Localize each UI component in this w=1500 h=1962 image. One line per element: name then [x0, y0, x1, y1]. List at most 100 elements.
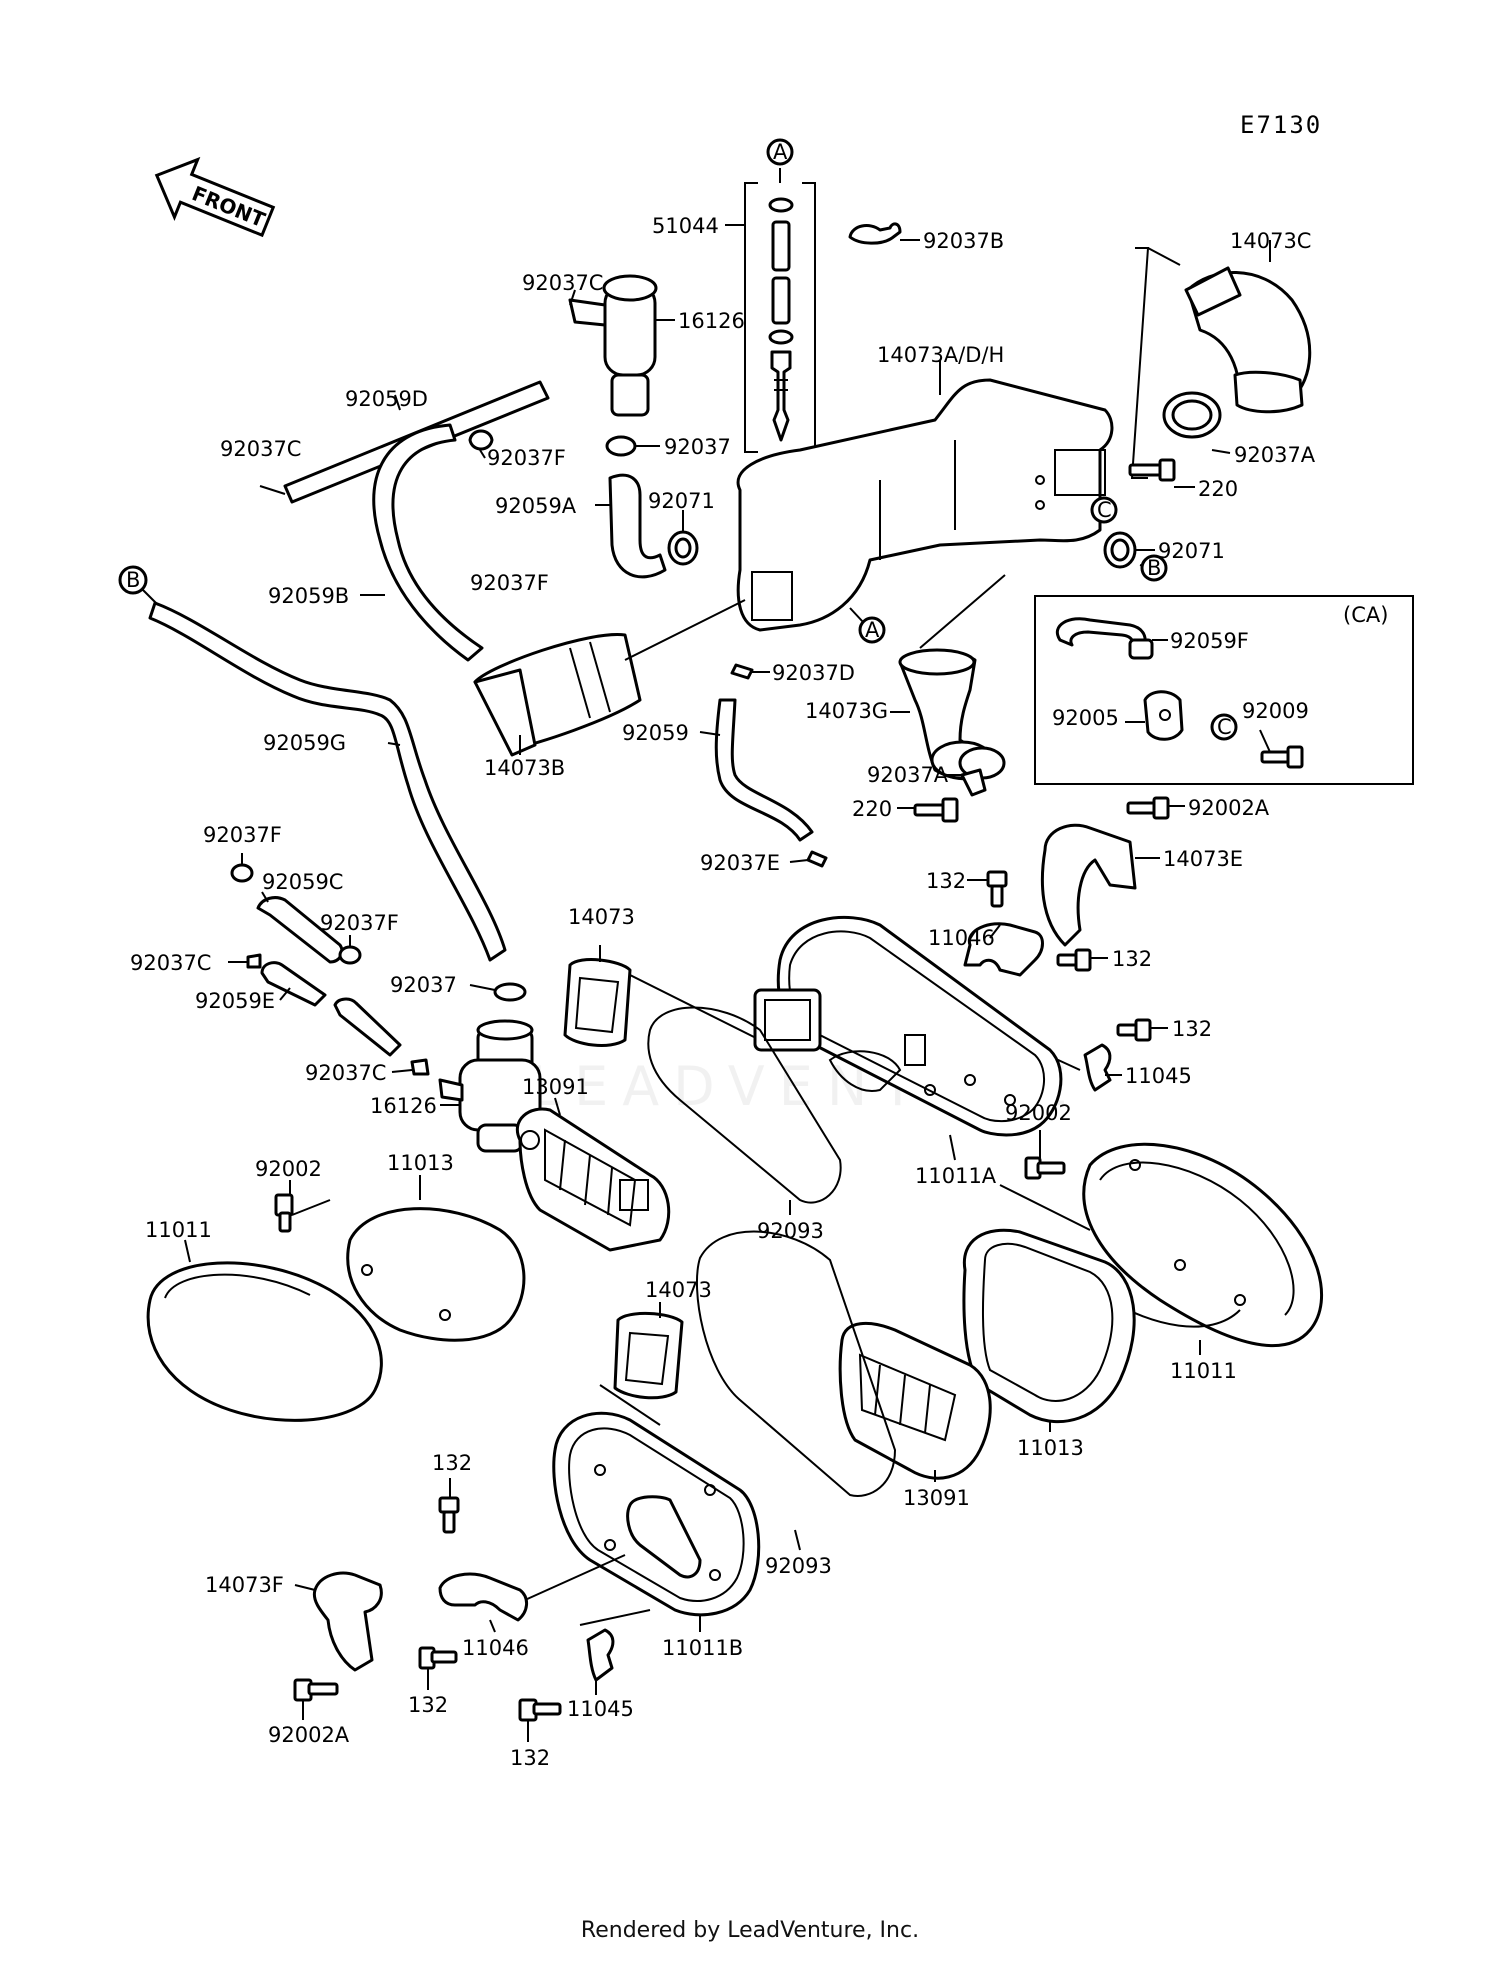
label-13091-low: 13091	[903, 1486, 970, 1510]
bolt-132-d	[438, 1496, 460, 1534]
leader-14073G-duct	[919, 574, 1006, 649]
leader-92093-low	[794, 1529, 801, 1551]
bracket-14073C	[1130, 247, 1150, 479]
bolt-132-a	[986, 870, 1008, 908]
leader-92002-left-ring	[291, 1199, 331, 1216]
label-92059D: 92059D	[345, 387, 428, 411]
label-92059A: 92059A	[495, 494, 577, 518]
boot-14073B	[473, 633, 642, 757]
valve-92005	[1143, 690, 1184, 741]
label-11011-right: 11011	[1170, 1359, 1237, 1383]
plate-11045-low	[586, 1628, 615, 1682]
label-92037B: 92037B	[923, 229, 1004, 253]
label-14073F: 14073F	[205, 1573, 284, 1597]
leader-92037F-top	[479, 449, 486, 459]
label-132-c: 132	[1172, 1017, 1212, 1041]
label-92071-right: 92071	[1158, 539, 1225, 563]
marker-c-duct	[1090, 496, 1118, 524]
element-13091-low	[838, 1321, 992, 1480]
case-11011A	[753, 915, 1063, 1137]
label-14073E: 14073E	[1163, 847, 1243, 871]
label-11046-low: 11046	[462, 1636, 529, 1660]
clip-92037C-bottom	[410, 1058, 430, 1076]
clip-92037E	[806, 850, 828, 868]
oring-92037-low	[493, 982, 527, 1002]
label-92037A-mid: 92037A	[867, 763, 949, 787]
leader-92037C-left	[259, 485, 286, 495]
label-92093-top: 92093	[757, 1219, 824, 1243]
leader-92037C-bottom	[391, 1069, 413, 1073]
marker-b-left-label: B	[126, 568, 140, 592]
hose-92059F	[1056, 617, 1154, 660]
valve-16126-low	[438, 1019, 542, 1153]
clip-92037B	[848, 222, 902, 245]
bolt-132-f	[518, 1698, 562, 1722]
label-92037C-top: 92037C	[522, 271, 603, 295]
leader-92037-low	[469, 984, 496, 991]
label-11045-low: 11045	[567, 1697, 634, 1721]
label-14073G: 14073G	[805, 699, 888, 723]
valve-stack-51044	[768, 197, 794, 442]
leader-92002-right-cover	[999, 1184, 1091, 1231]
label-16126-top: 16126	[678, 309, 745, 333]
marker-a-top	[766, 138, 794, 166]
duct-14073ADH	[736, 378, 1114, 632]
grommet-92071-right	[1103, 531, 1137, 569]
label-92009: 92009	[1242, 699, 1309, 723]
leader-11046-low-case	[524, 1554, 626, 1601]
gasket-92093-low	[696, 1230, 897, 1497]
clamp-92037A-top	[1162, 391, 1222, 439]
label-92037C-low: 92037C	[130, 951, 211, 975]
label-92037F-top: 92037F	[487, 446, 566, 470]
leader-92059E	[279, 987, 291, 1001]
bolt-92002-left	[274, 1193, 294, 1233]
label-14073-top: 14073	[568, 905, 635, 929]
marker-c-duct-label: C	[1097, 498, 1112, 522]
label-92002-left: 92002	[255, 1157, 322, 1181]
leader-92037A-top	[1211, 449, 1231, 454]
label-92037F-mid: 92037F	[470, 571, 549, 595]
cover-11011-left	[146, 1261, 383, 1422]
hose-92059B	[372, 423, 484, 662]
bolt-220-top	[1128, 458, 1176, 482]
marker-c-ca-label: C	[1217, 715, 1232, 739]
marker-b-left	[118, 565, 148, 595]
leader-92059	[699, 731, 721, 736]
hose-92059E-a	[260, 961, 327, 1007]
marker-a-lower	[858, 616, 886, 644]
element-13091-top	[515, 1107, 671, 1252]
leader-92037C-top	[569, 289, 576, 306]
bolt-92002A-top	[1126, 796, 1170, 820]
label-14073ADH: 14073A/D/H	[877, 343, 1004, 367]
leader-14073B-duct	[624, 599, 746, 661]
leader-92059C	[261, 891, 269, 903]
label-92037F-left: 92037F	[203, 823, 282, 847]
label-92059B: 92059B	[268, 584, 349, 608]
label-92059F: 92059F	[1170, 629, 1249, 653]
marker-b-right	[1140, 554, 1168, 582]
marker-a-lower-label: A	[865, 618, 880, 642]
bracket-14073C-top	[1147, 247, 1181, 266]
clamp-92037A-mid	[958, 746, 1006, 797]
label-51044: 51044	[652, 214, 719, 238]
label-11013-left: 11013	[387, 1151, 454, 1175]
label-92037-low: 92037	[390, 973, 457, 997]
bolt-92002A-low	[293, 1678, 339, 1702]
hose-92059G	[148, 601, 507, 962]
bolt-132-b	[1056, 948, 1092, 972]
cover-11011-right	[1082, 1142, 1324, 1348]
label-14073B: 14073B	[484, 756, 565, 780]
bolt-220-mid	[913, 797, 959, 823]
label-11045-top: 11045	[1125, 1064, 1192, 1088]
label-92037E: 92037E	[700, 851, 780, 875]
plate-11045-top	[1083, 1043, 1112, 1092]
label-92002-right: 92002	[1005, 1101, 1072, 1125]
leader-92059G	[387, 742, 401, 746]
leader-11046-low	[489, 1619, 496, 1633]
variant-box-ca	[1034, 595, 1414, 785]
front-arrow-icon: FRONT	[154, 156, 276, 238]
label-132-b: 132	[1112, 947, 1152, 971]
hose-92059C	[256, 896, 344, 964]
label-92037A-top: 92037A	[1234, 443, 1316, 467]
